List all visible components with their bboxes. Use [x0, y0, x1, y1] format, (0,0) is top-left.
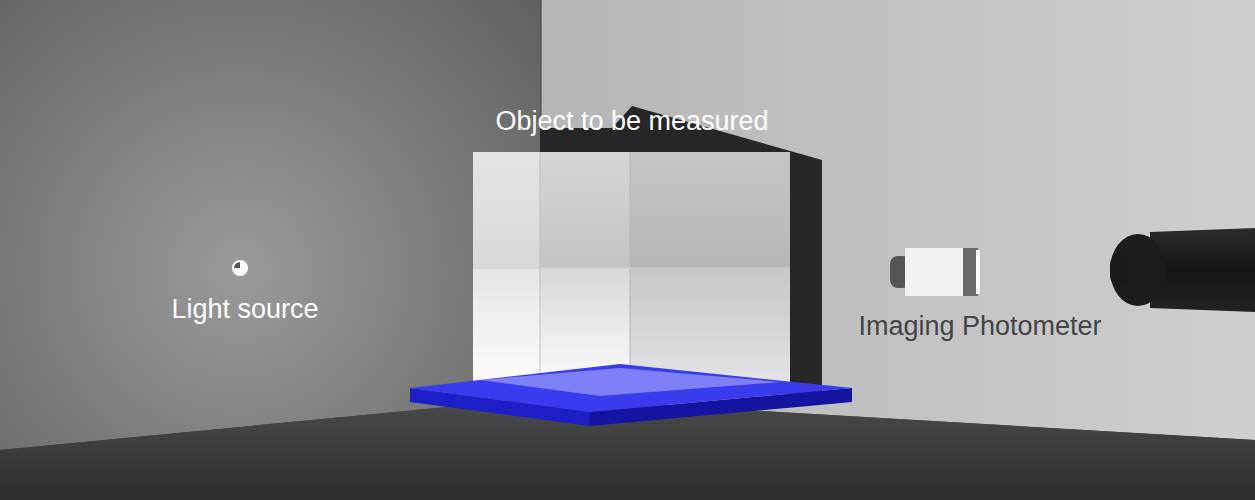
object-label: Object to be measured	[495, 107, 768, 137]
light-source-label: Light source	[171, 295, 318, 325]
photometer-label: Imaging Photometer	[858, 312, 1101, 342]
